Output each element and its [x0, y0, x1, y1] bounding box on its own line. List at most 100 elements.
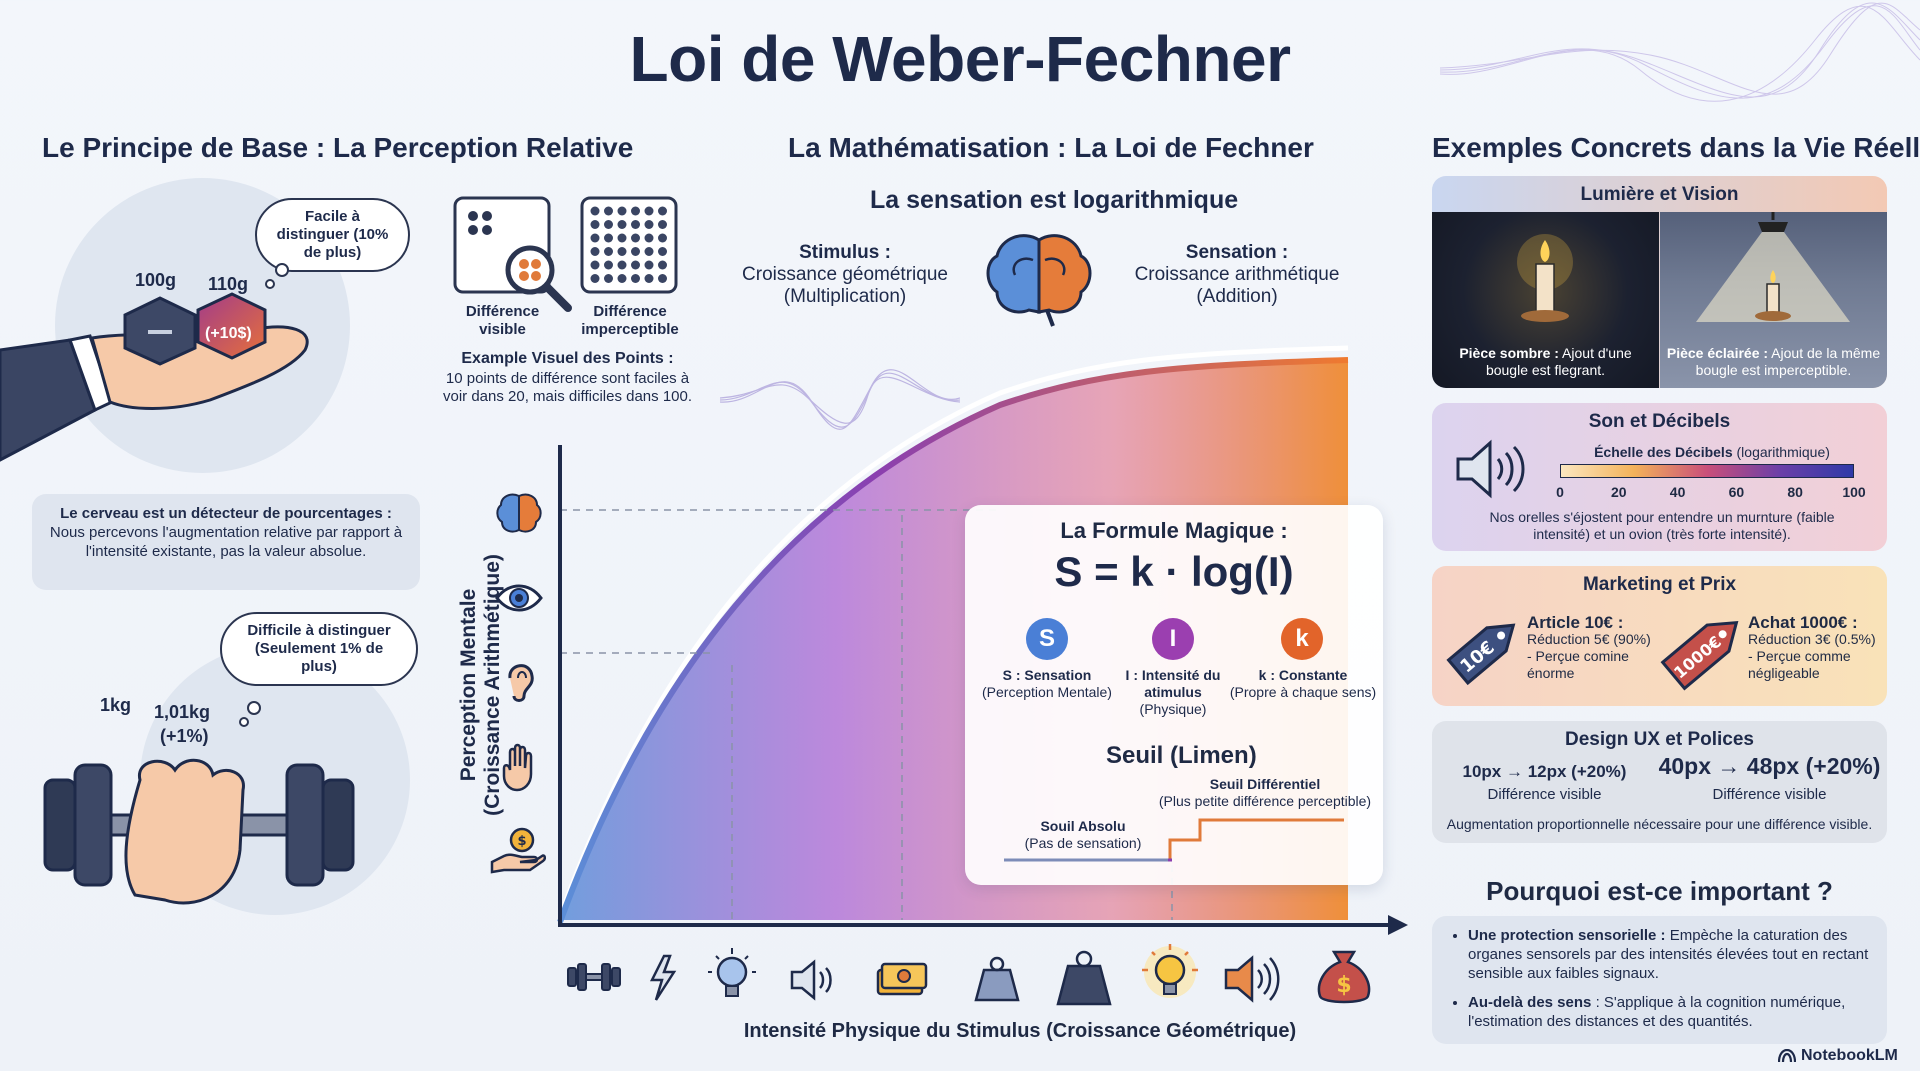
light-card-title: Lumière et Vision — [1580, 184, 1739, 205]
scale-bold: Échelle des Décibels — [1594, 444, 1733, 460]
i-name: I : Intensité du atimulus — [1125, 667, 1221, 700]
grid-dot — [644, 274, 654, 283]
seuil-diff-block: Seuil Différentiel (Plus petite différen… — [1150, 776, 1380, 810]
seuil-abs: Souil Absolu — [1040, 818, 1126, 834]
brain-small-icon — [496, 493, 542, 533]
visible-diff-label: Différence visible — [465, 303, 540, 338]
weight-110g-label: 110g — [208, 274, 249, 294]
item2-l3: négligeable — [1748, 665, 1820, 681]
price-tag-10-icon: 10€ — [1446, 623, 1516, 686]
item2-l1: Réduction 3€ (0.5%) — [1748, 631, 1876, 647]
hard-distinguish-bubble: Difficile à distinguer (Seulement 1% de … — [220, 612, 418, 686]
price-tag-1000-icon: 1000€ — [1660, 620, 1739, 691]
variable-i-text: I : Intensité du atimulus (Physique) — [1115, 667, 1231, 718]
grid-dot — [590, 220, 600, 229]
middle-subtitle: La sensation est logarithmique — [870, 186, 1239, 214]
grid-dot — [590, 233, 600, 243]
decibel-tick-label: 100 — [1842, 484, 1866, 500]
grid-dot — [590, 260, 600, 270]
stimulus-line1: Croissance géométrique — [742, 264, 948, 285]
grid-dot — [617, 274, 627, 283]
decibel-tick-label: 60 — [1728, 484, 1745, 500]
y-axis-line1: Perception Mentale — [457, 588, 480, 782]
grid-dot — [631, 206, 640, 216]
item1-block: Article 10€ : Réduction 5€ (90%) - Perçu… — [1527, 614, 1657, 682]
x-axis-icons: $ — [567, 944, 1371, 1006]
small-dumbbell-icon — [567, 963, 621, 991]
why-bullet-2: Au-delà des sens : S'applique à la cogni… — [1468, 993, 1871, 1031]
why-bullet-1: Une protection sensorielle : Empèche la … — [1468, 926, 1871, 983]
sound-decibel-card: Son et Décibels Échelle des Décibels (lo… — [1432, 403, 1887, 551]
threshold-step-line — [1004, 818, 1344, 862]
ux-big-change: 40px → 48px (+20%) — [1658, 753, 1881, 779]
notebooklm-logo-icon — [1778, 1049, 1796, 1063]
page-title: Loi de Weber-Fechner — [629, 23, 1291, 95]
lit-room-caption: Pièce éclairée : Ajout de la même bougle… — [1666, 345, 1881, 379]
formula-card — [965, 505, 1383, 885]
weight-small-icon — [974, 956, 1020, 1002]
light-vision-card: Lumière et Vision Pièce sombre : Ajout d… — [1432, 176, 1887, 388]
sensation-line2: (Addition) — [1196, 286, 1278, 307]
candle-dark-icon — [1517, 234, 1573, 322]
grid-dot — [644, 206, 654, 216]
s-desc: (Perception Mentale) — [982, 684, 1112, 700]
thought-dots-2 — [239, 701, 261, 727]
grid-dot — [604, 220, 613, 229]
points-example-title: Example Visuel des Points : — [461, 350, 674, 367]
info-bold: Le cerveau est un détecteur de pourcenta… — [60, 505, 392, 522]
grid-dot — [604, 206, 613, 216]
speaker-low-icon — [790, 959, 832, 1001]
ux-card-title: Design UX et Polices — [1564, 729, 1754, 750]
many-dots-box — [580, 196, 678, 294]
grid-dot — [617, 220, 627, 229]
s-name: S : Sensation — [1002, 667, 1092, 683]
dark-room-panel: Pièce sombre : Ajout d'une bougle est fl… — [1432, 212, 1659, 388]
grid-dot — [631, 274, 640, 283]
grid-dot — [604, 274, 613, 283]
lightbulb-bright-icon — [1142, 944, 1198, 998]
decorative-wave — [1440, 2, 1920, 102]
item1-l3: énorme — [1527, 665, 1575, 681]
speaker-loud-icon — [1224, 955, 1280, 1003]
b2-bold: Au-delà des sens — [1468, 994, 1592, 1011]
left-section-title: Le Principe de Base : La Perception Rela… — [42, 132, 634, 163]
curve-highlight — [557, 345, 1349, 918]
b1-bold: Une protection sensorielle : — [1468, 927, 1666, 944]
grid-dot — [631, 220, 640, 229]
grid-dot — [604, 233, 613, 243]
lightbulb-dim-icon — [708, 948, 756, 997]
decibel-tick-label: 80 — [1787, 484, 1803, 500]
seuil-title: Seuil (Limen) — [1106, 742, 1257, 769]
imperceptible-diff-label: Différence imperceptible — [581, 303, 679, 338]
decibel-tick-label: 20 — [1611, 484, 1627, 500]
brain-icon — [986, 234, 1092, 327]
item1-l1: Réduction 5€ (90%) — [1527, 631, 1651, 647]
ux-big-label: Différence visible — [1712, 786, 1827, 803]
i-desc: (Physique) — [1139, 701, 1207, 717]
info-text: Nous percevons l'augmentation relative p… — [49, 524, 403, 560]
candle-lit-icon — [1696, 212, 1850, 322]
right-section-title: Exemples Concrets dans la Vie Réelle — [1432, 132, 1920, 163]
thought-dots — [265, 263, 289, 289]
weight-101kg-label: 1,01kg — [154, 702, 211, 722]
formula-title: La Formule Magique : — [1060, 518, 1288, 543]
lit-room-panel: Pièce éclairée : Ajout de la même bougle… — [1660, 212, 1887, 388]
grid-dot — [644, 247, 654, 256]
hand-holding-weights-illustration — [0, 292, 309, 462]
grid-dot — [658, 233, 667, 243]
grid-dot — [658, 220, 667, 229]
weight-101kg-pct: (+1%) — [160, 726, 209, 746]
grid-dot — [644, 233, 654, 243]
dark-bold: Pièce sombre : — [1459, 345, 1559, 361]
log-curve — [557, 357, 1349, 924]
decorative-wave-middle — [720, 369, 960, 430]
grid-dot — [658, 274, 667, 283]
marketing-price-card: Marketing et Prix 10€ Article 10€ : Rédu… — [1432, 566, 1887, 706]
svg-text:$: $ — [517, 834, 526, 849]
lightning-icon — [649, 954, 677, 1001]
ux-small-change: 10px → 12px (+20%) — [1462, 762, 1627, 781]
formula-equation: S = k · log(I) — [1054, 548, 1294, 595]
item1-title: Article 10€ : — [1527, 613, 1624, 632]
grid-dot — [590, 206, 600, 216]
stimulus-line2: (Multiplication) — [783, 286, 907, 307]
